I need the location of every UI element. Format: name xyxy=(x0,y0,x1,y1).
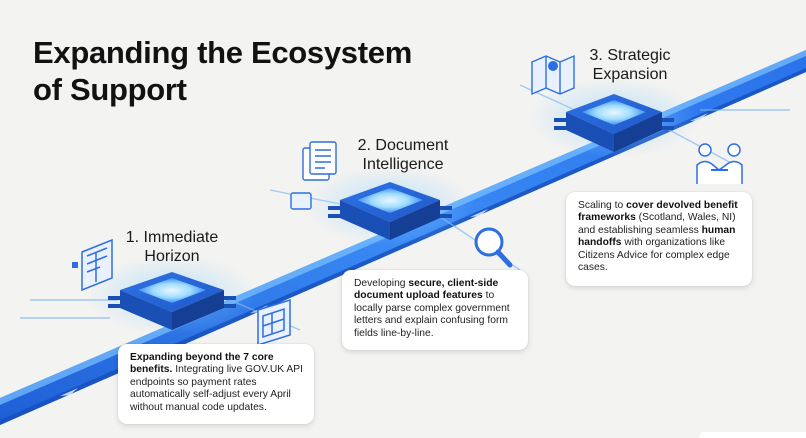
step-1-text-run: Integrating live GOV.UK API endpoints so… xyxy=(130,364,304,413)
step-3-text-run: (Scotland, Wales, NI) and establishing s… xyxy=(578,212,736,236)
step-2-title-line-2: Intelligence xyxy=(362,156,444,173)
step-1-node xyxy=(87,255,257,335)
step-2-text-run: Developing xyxy=(354,278,409,289)
step-1-text-run: Expanding beyond the 7 core benefits. xyxy=(130,352,274,376)
step-1-title-line-1: 1. Immediate xyxy=(125,229,219,246)
floor-plan-icon xyxy=(257,298,291,347)
corner-overlay xyxy=(700,432,806,438)
page-title-line-1: Expanding the Ecosystem xyxy=(33,35,412,70)
step-3-text-run: Scaling to xyxy=(578,200,627,211)
step-2-node xyxy=(305,166,475,246)
documents-icon xyxy=(290,141,337,210)
page-title-line-2: of Support xyxy=(33,72,187,107)
step-3-text-run: with organizations like Citizens Advice … xyxy=(578,237,730,274)
step-3-node xyxy=(529,78,699,158)
step-3-title: 3. Strategic Expansion xyxy=(568,46,692,84)
step-3-text-run: cover devolved benefit frameworks xyxy=(578,200,738,224)
step-2-text-run: to locally parse complex government lett… xyxy=(354,290,510,339)
page-title: Expanding the Ecosystem of Support xyxy=(33,34,412,108)
map-location-icon xyxy=(531,54,575,96)
step-2-title: 2. Document Intelligence xyxy=(338,136,468,174)
blueprint-icon xyxy=(72,238,113,292)
step-1-title-line-2: Horizon xyxy=(144,248,200,265)
magnifier-icon xyxy=(474,227,513,268)
step-3-title-line-1: 3. Strategic xyxy=(589,47,671,64)
step-2-text-run: secure, client-side document upload feat… xyxy=(354,278,499,302)
step-2-card: Developing secure, client-side document … xyxy=(342,270,528,350)
step-1-card: Expanding beyond the 7 core benefits. In… xyxy=(118,344,314,424)
step-3-title-line-2: Expansion xyxy=(592,66,668,83)
handshake-icon xyxy=(696,143,743,184)
step-3-text-run: human handoffs xyxy=(578,224,736,249)
step-1-title: 1. Immediate Horizon xyxy=(110,228,234,266)
step-3-card: Scaling to cover devolved benefit framew… xyxy=(566,192,752,286)
step-2-title-line-1: 2. Document xyxy=(357,137,449,154)
